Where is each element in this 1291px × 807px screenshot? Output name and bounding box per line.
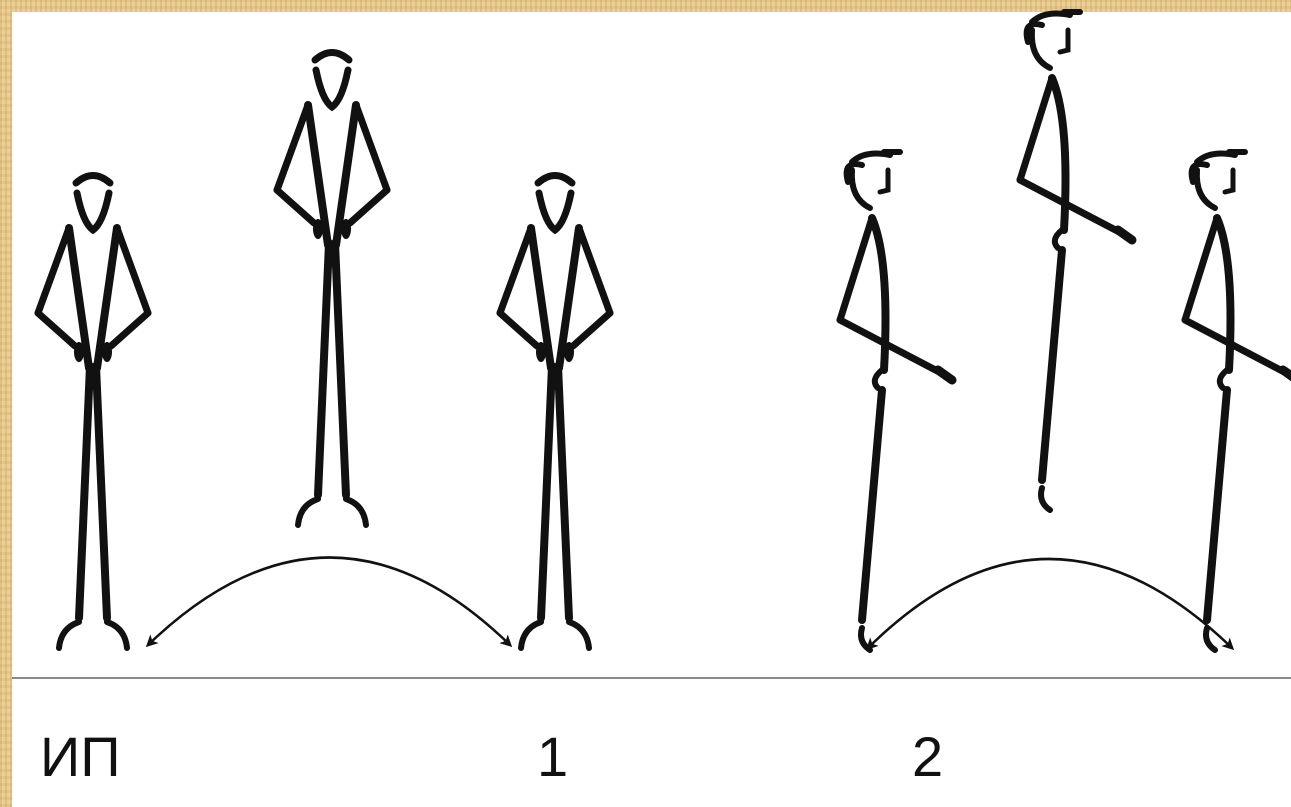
curved-double-arrow-icon	[148, 558, 510, 646]
stick-figure-front-icon	[500, 176, 610, 649]
stick-figure-side-jumping-icon	[1020, 12, 1132, 510]
stick-figure-side-icon	[840, 152, 952, 650]
curved-double-arrow-icon	[868, 559, 1232, 648]
stick-figure-front-icon	[38, 176, 148, 649]
stick-figure-side-icon	[1185, 152, 1291, 650]
stick-figure-front-jumping-icon	[277, 53, 387, 526]
